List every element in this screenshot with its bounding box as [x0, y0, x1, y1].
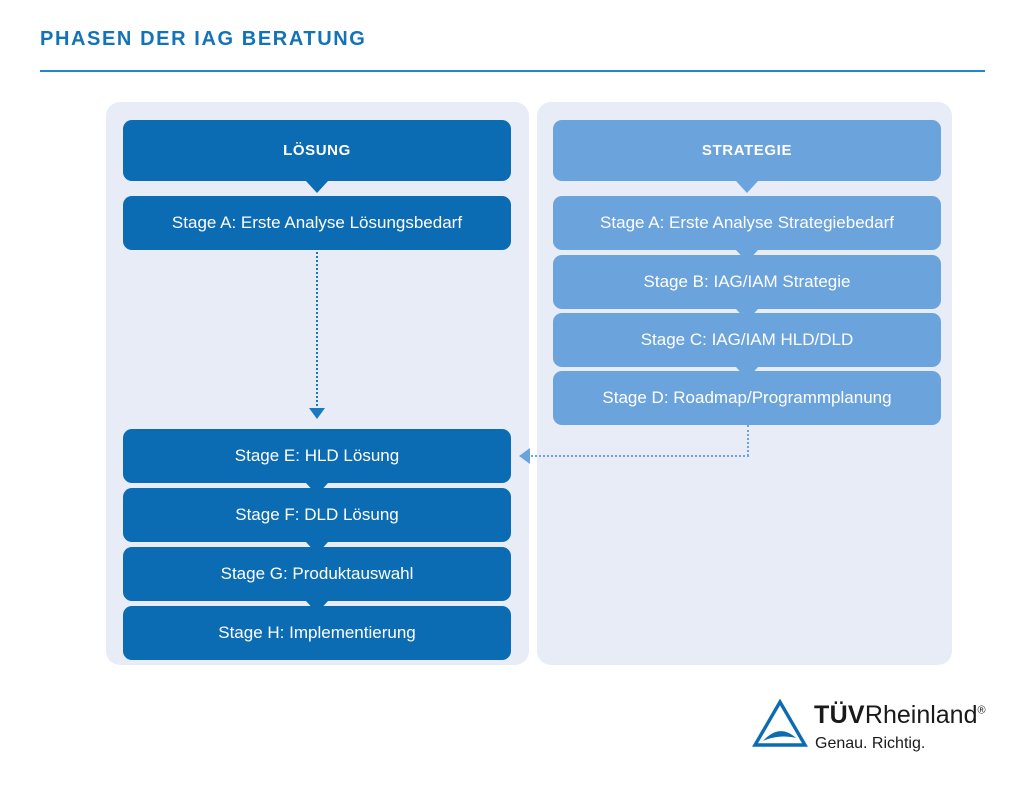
brand-logo: TÜVRheinland® Genau. Richtig. [752, 697, 986, 759]
connector-strategie-elbow-vertical [747, 425, 749, 456]
registered-mark-icon: ® [977, 704, 986, 717]
connector-loesung-gap-arrow-icon [309, 408, 325, 419]
tuv-rheinland-triangle-icon [752, 699, 808, 747]
page-title: PHASEN DER IAG BERATUNG [40, 28, 367, 50]
stage-box-loesung-f[interactable]: Stage F: DLD Lösung [123, 488, 511, 542]
connector-strategie-elbow-horizontal [531, 455, 749, 457]
column-header-strategie[interactable]: STRATEGIE [553, 120, 941, 181]
column-header-loesung[interactable]: LÖSUNG [123, 120, 511, 181]
stage-box-strategie-d[interactable]: Stage D: Roadmap/Programmplanung [553, 371, 941, 425]
connector-loesung-gap-line [316, 252, 318, 410]
logo-brand-regular: Rheinland [864, 701, 978, 729]
arrow-notch-icon [736, 181, 758, 193]
arrow-notch-icon [306, 181, 328, 193]
stage-box-strategie-b[interactable]: Stage B: IAG/IAM Strategie [553, 255, 941, 309]
stage-box-strategie-a[interactable]: Stage A: Erste Analyse Strategiebedarf [553, 196, 941, 250]
stage-box-loesung-h[interactable]: Stage H: Implementierung [123, 606, 511, 660]
title-divider [40, 70, 985, 72]
stage-box-loesung-g[interactable]: Stage G: Produktauswahl [123, 547, 511, 601]
connector-strategie-arrow-icon [519, 448, 530, 464]
logo-wordmark: TÜVRheinland® [814, 701, 986, 730]
stage-box-loesung-e[interactable]: Stage E: HLD Lösung [123, 429, 511, 483]
logo-tagline: Genau. Richtig. [815, 735, 926, 752]
stage-box-loesung-a[interactable]: Stage A: Erste Analyse Lösungsbedarf [123, 196, 511, 250]
stage-box-strategie-c[interactable]: Stage C: IAG/IAM HLD/DLD [553, 313, 941, 367]
logo-brand-bold: TÜV [814, 701, 865, 729]
